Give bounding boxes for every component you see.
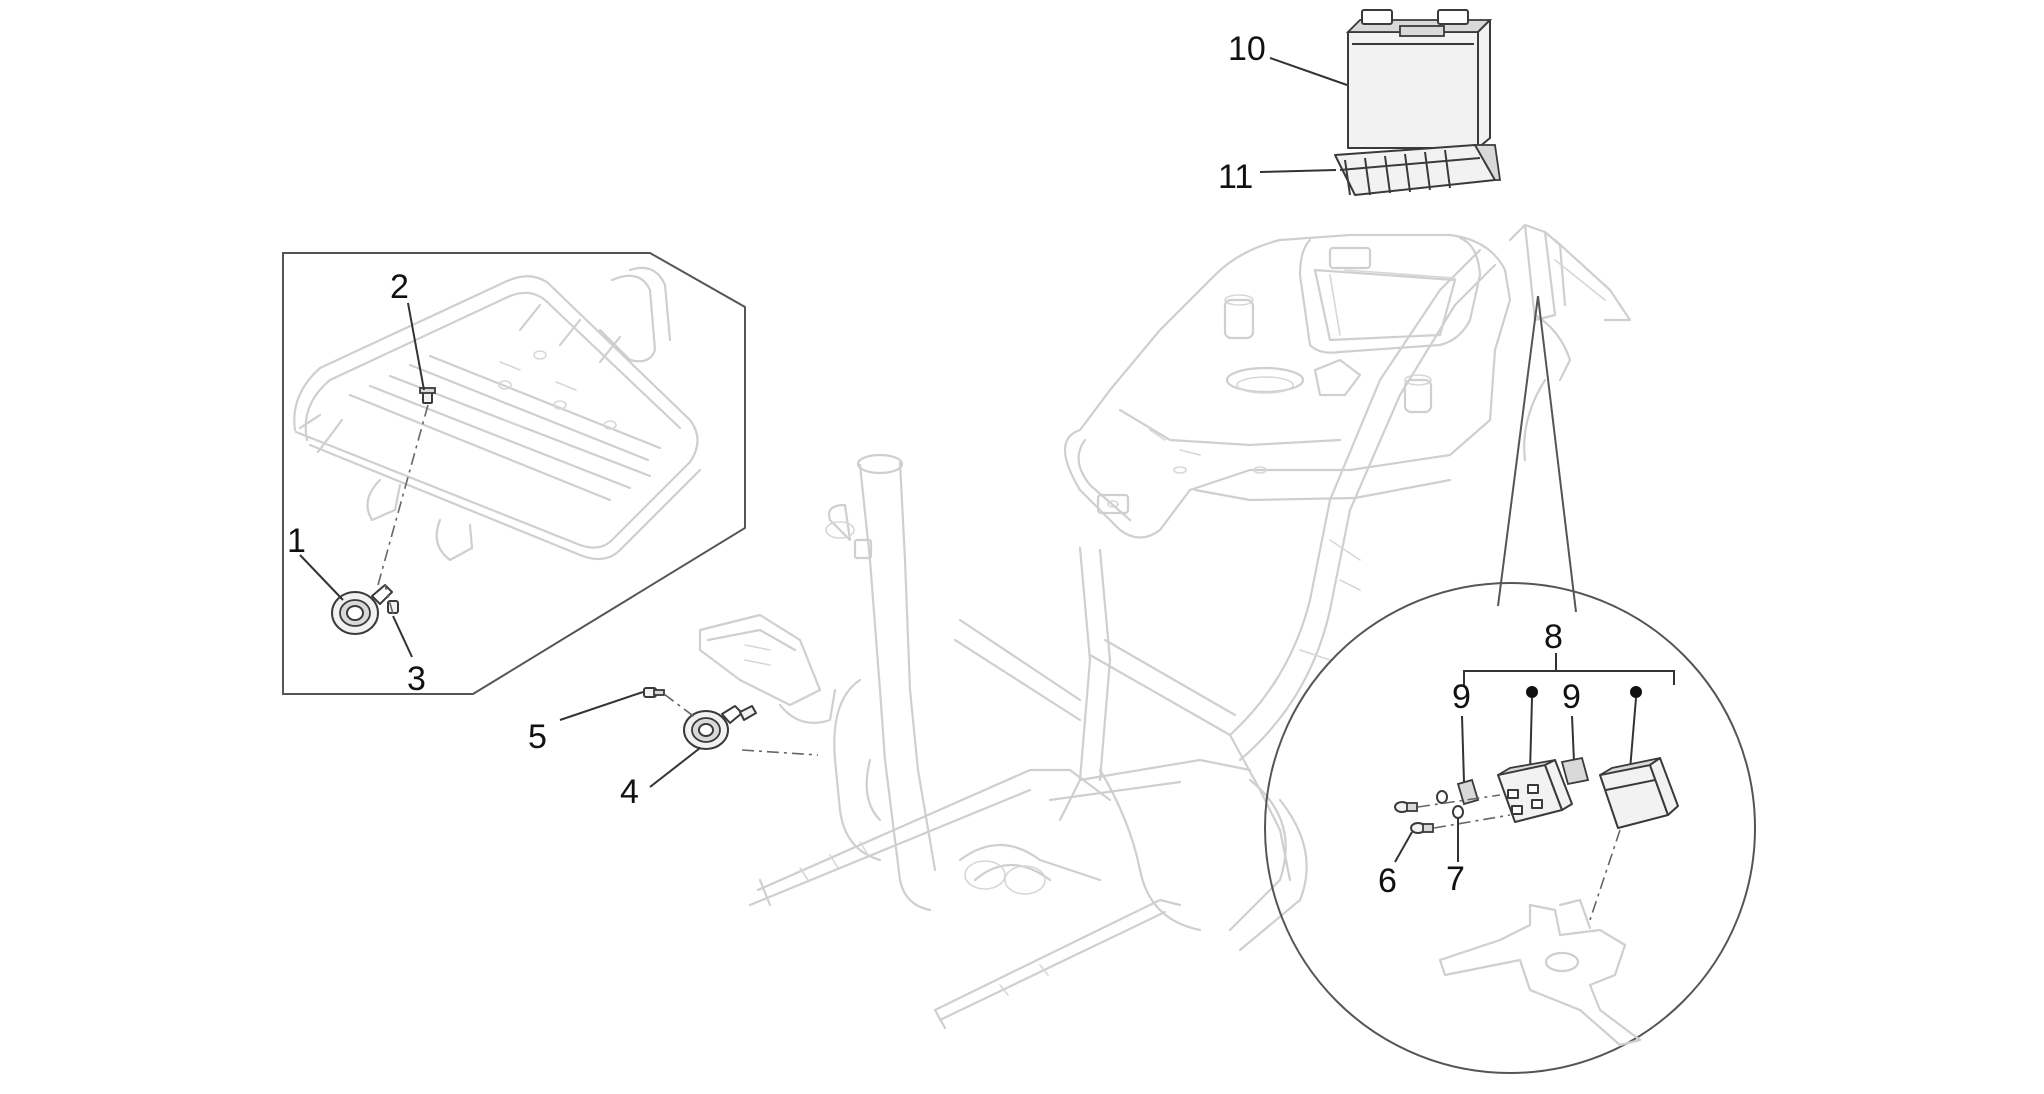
marker-dot-right (1630, 686, 1642, 698)
fuse-part-9-right (1560, 756, 1590, 786)
horn-part-4 (683, 705, 757, 750)
callout-3: 3 (407, 660, 426, 698)
callout-5: 5 (528, 718, 547, 756)
luggage-rack (293, 266, 702, 562)
scooter-frame (698, 223, 1632, 1030)
screw-part-6 (1394, 801, 1434, 834)
marker-dot-left (1526, 686, 1538, 698)
battery-holder-part-11 (1334, 144, 1502, 196)
leader-9-left (1461, 715, 1465, 783)
callout-10: 10 (1228, 30, 1266, 68)
bracket-8 (1463, 670, 1675, 685)
detail-circle: 8 9 9 (1264, 295, 1756, 1074)
assembly-line-detail-c (1589, 829, 1621, 921)
screw-part-2 (419, 387, 436, 404)
inset-panel: 2 1 3 (282, 252, 746, 698)
washer-part-7 (1436, 790, 1464, 819)
leader-3 (392, 615, 413, 658)
leader-dot-right (1629, 697, 1637, 771)
relay-mounting-plate (1438, 898, 1642, 1047)
assembly-line-detail-a (1417, 794, 1501, 808)
assembly-line-detail-b (1433, 814, 1511, 829)
callout-1: 1 (287, 522, 306, 560)
assembly-line-4-b (741, 749, 819, 756)
assembly-line-inset-b (384, 584, 394, 615)
relay-right (1599, 757, 1679, 829)
horn-part-1 (331, 584, 393, 635)
leader-4 (649, 747, 701, 788)
assembly-line-inset-a (377, 404, 429, 586)
fuse-part-9-left (1456, 778, 1480, 806)
relay-left (1497, 759, 1573, 823)
callout-6: 6 (1378, 862, 1397, 900)
leader-dot-left (1529, 697, 1533, 773)
detail-pointer-left (1497, 295, 1539, 607)
leader-5 (559, 691, 644, 721)
callout-8: 8 (1544, 618, 1563, 656)
detail-pointer-right (1537, 295, 1577, 613)
callout-2: 2 (390, 268, 409, 306)
leader-2 (407, 302, 425, 391)
inset-panel-border (282, 252, 746, 695)
assembly-line-4-a (663, 693, 697, 719)
callout-7: 7 (1446, 860, 1465, 898)
leader-6 (1394, 831, 1413, 863)
callout-4: 4 (620, 773, 639, 811)
leader-9-right (1571, 715, 1575, 763)
detail-circle-border (1264, 582, 1756, 1074)
callout-9-left: 9 (1452, 678, 1471, 716)
screw-part-5 (643, 687, 665, 698)
leader-11 (1259, 169, 1337, 173)
leader-10 (1269, 57, 1348, 86)
callout-11: 11 (1218, 158, 1253, 196)
battery-part-10 (1345, 9, 1493, 149)
leader-1 (299, 554, 344, 601)
callout-9-right: 9 (1562, 678, 1581, 716)
